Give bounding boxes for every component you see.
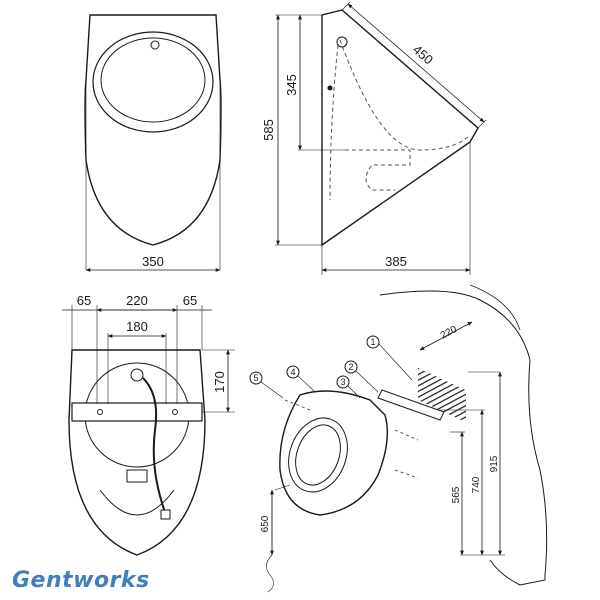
- svg-text:5: 5: [253, 373, 258, 383]
- rear-bracket-spacing: 180: [126, 319, 148, 334]
- install-bracket-width: 220: [439, 324, 459, 342]
- install-height-565: 565: [451, 486, 462, 503]
- trap-dashed: [345, 149, 411, 191]
- urinal-front-outline: [84, 14, 222, 246]
- installation-view: 915 740 565 220 650 1 2 3 4: [249, 284, 548, 593]
- rear-view: 65 220 65 180 170: [62, 293, 235, 556]
- svg-text:1: 1: [370, 337, 375, 347]
- bowl-inner: [100, 37, 206, 123]
- rear-center-width: 220: [126, 293, 148, 308]
- rear-bracket-height: 170: [212, 371, 227, 393]
- callout-4: 4: [286, 365, 316, 393]
- svg-text:2: 2: [348, 362, 353, 372]
- depth-dim-line: [347, 3, 485, 123]
- rear-right-offset: 65: [183, 293, 197, 308]
- wall-bracket: [71, 402, 203, 422]
- install-height-915: 915: [489, 455, 500, 472]
- wall-outline: [379, 290, 548, 586]
- svg-text:4: 4: [290, 367, 295, 377]
- drain-fitting: [126, 469, 148, 483]
- flush-pipe-dashed: [329, 44, 339, 201]
- inlet-hole: [150, 40, 160, 50]
- install-height-740: 740: [471, 476, 482, 493]
- front-width-label: 350: [142, 254, 164, 269]
- urinal-installed: [279, 390, 388, 516]
- urinal-rear-outline: [68, 349, 206, 556]
- callout-1: 1: [366, 335, 413, 381]
- brand-logo: Gentworks: [12, 568, 150, 593]
- side-view: 585 345 450 385: [261, 1, 487, 275]
- callout-5: 5: [249, 371, 284, 399]
- wall-hatch: [418, 367, 466, 423]
- side-height-label: 585: [261, 119, 276, 141]
- svg-text:3: 3: [340, 377, 345, 387]
- front-view: 350: [84, 14, 222, 272]
- side-inlet-label: 345: [284, 74, 299, 96]
- bowl-outer: [92, 31, 214, 133]
- install-floor-height: 650: [260, 515, 271, 532]
- callout-2: 2: [344, 360, 379, 393]
- callout-3: 3: [336, 375, 361, 399]
- rear-left-offset: 65: [77, 293, 91, 308]
- side-depth-label: 450: [410, 42, 436, 68]
- mount-bracket: [377, 389, 445, 421]
- flush-valve-icon: [130, 368, 144, 382]
- valve-icon: [336, 36, 348, 48]
- side-projection-label: 385: [385, 254, 407, 269]
